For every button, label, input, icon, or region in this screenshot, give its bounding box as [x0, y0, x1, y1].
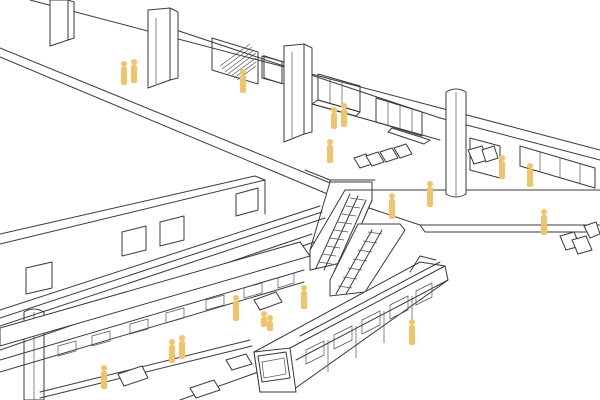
person-figure	[331, 107, 337, 129]
person-figure	[301, 285, 307, 309]
person-figure	[121, 61, 127, 85]
person-figure	[101, 365, 107, 389]
lower-platform	[0, 175, 326, 400]
train	[253, 255, 449, 393]
escalator	[309, 181, 406, 297]
person-figure	[179, 335, 185, 359]
person-figure	[541, 209, 547, 235]
person-figure	[341, 103, 347, 127]
person-figure	[327, 139, 333, 163]
person-figure	[261, 311, 267, 327]
person-figure	[267, 315, 273, 331]
person-figure	[409, 319, 415, 345]
person-figure	[527, 163, 533, 187]
person-figure	[389, 193, 395, 219]
person-figure	[233, 295, 239, 321]
benches	[117, 291, 283, 399]
person-figure	[240, 69, 246, 93]
support-columns	[23, 0, 467, 400]
pedestrian-figures	[101, 59, 547, 389]
back-staircase	[211, 37, 285, 85]
person-figure	[427, 181, 433, 207]
person-figure	[131, 59, 137, 83]
person-figure	[499, 155, 505, 179]
person-figure	[169, 339, 175, 363]
fare-gates	[353, 143, 600, 255]
